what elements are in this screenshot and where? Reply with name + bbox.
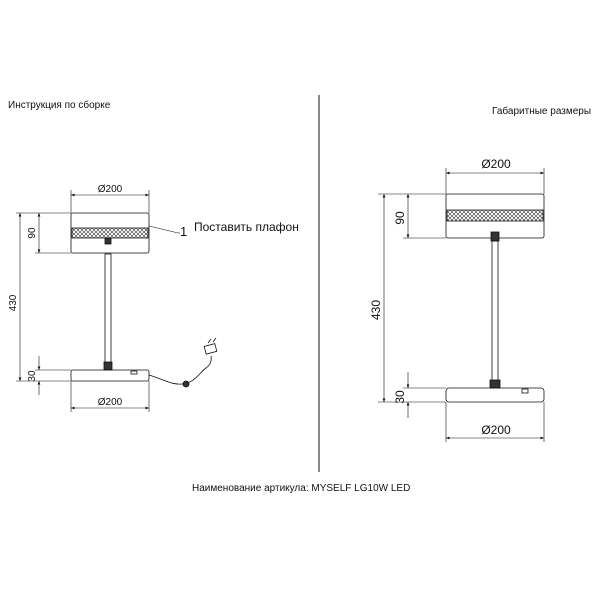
right-shade-height-label: 90 (393, 211, 407, 225)
right-dimension-labels: Ø200 Ø200 430 90 30 (369, 157, 511, 437)
right-shade-connector (490, 231, 500, 242)
callout-text: Поставить плафон (194, 220, 299, 234)
right-shade-mesh (446, 209, 544, 222)
left-cable-switch (182, 380, 190, 388)
right-panel-title: Габаритные размеры (492, 106, 592, 117)
left-shade (70, 212, 150, 254)
right-stem (491, 240, 499, 385)
right-base-switch (521, 388, 529, 394)
callout-number: 1 (180, 224, 187, 239)
left-base (70, 369, 150, 382)
left-total-height-label: 430 (8, 294, 19, 311)
right-total-height-label: 430 (369, 300, 383, 320)
left-cable (148, 355, 212, 385)
left-dimension-labels: Ø200 Ø200 430 90 30 1 Поставить плафон (8, 184, 299, 408)
right-base-height-label: 30 (393, 390, 407, 404)
left-shade-height-label: 90 (27, 227, 38, 239)
right-base (445, 387, 545, 403)
right-stem-joint (489, 379, 501, 389)
right-bottom-diameter-label: Ø200 (481, 423, 511, 437)
right-top-diameter-label: Ø200 (481, 157, 511, 171)
left-bottom-diameter-label: Ø200 (98, 397, 123, 408)
plug-icon (203, 343, 218, 355)
left-base-height-label: 30 (27, 370, 38, 382)
left-dimensions (16, 190, 180, 412)
right-lamp-drawing (445, 193, 545, 403)
left-lamp-drawing (70, 212, 218, 388)
left-base-switch (130, 370, 138, 375)
article-name: Наименование артикула: MYSELF LG10W LED (192, 483, 411, 494)
left-stem (104, 253, 112, 369)
left-shade-mesh (71, 227, 149, 239)
left-top-diameter-label: Ø200 (98, 184, 123, 195)
right-dimensions (378, 168, 545, 442)
left-stem-joint (103, 361, 113, 371)
left-shade-connector (104, 237, 112, 245)
left-panel-title: Инструкция по сборке (8, 100, 111, 111)
